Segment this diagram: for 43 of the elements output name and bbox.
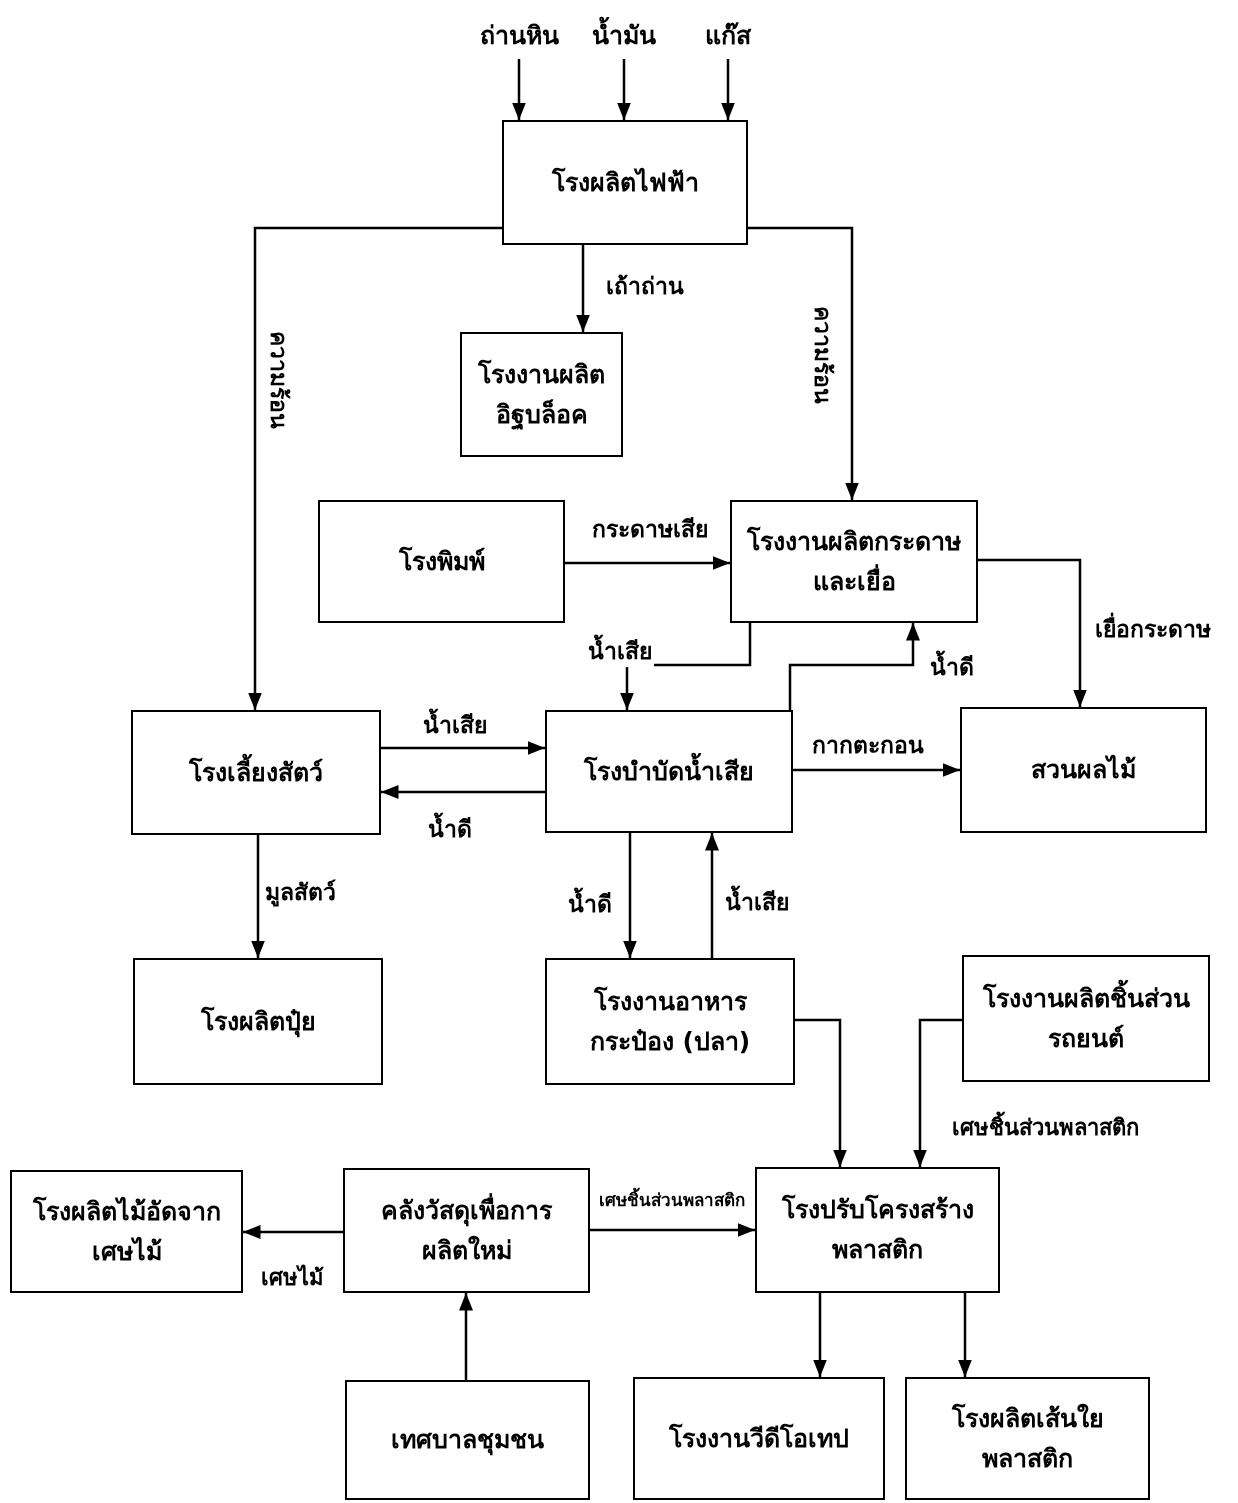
process-box: โรงบำบัดน้ำเสีย: [545, 710, 793, 833]
arrow: [978, 558, 1087, 707]
arrow: [913, 1018, 962, 1167]
input-label: น้ำมัน: [592, 15, 656, 55]
arrow: [512, 59, 526, 120]
process-box: โรงงานผลิตชิ้นส่วนรถยนต์: [962, 955, 1210, 1082]
arrow: [958, 1293, 972, 1377]
arrow: [617, 59, 631, 120]
process-box: โรงผลิตไฟฟ้า: [502, 120, 748, 245]
arrow: [793, 763, 960, 777]
process-box: โรงงานผลิตกระดาษและเยื่อ: [730, 500, 978, 623]
arrow: [381, 785, 545, 799]
arrow: [795, 1018, 847, 1167]
arrow: [623, 833, 637, 958]
process-box: โรงผลิตปุ๋ย: [133, 958, 383, 1085]
edge-label: มูลสัตว์: [262, 878, 338, 908]
arrow: [251, 835, 265, 958]
process-box: โรงผลิตเส้นใยพลาสติก: [905, 1377, 1150, 1500]
process-box: สวนผลไม้: [960, 707, 1207, 833]
arrow: [705, 833, 719, 958]
arrow: [721, 59, 735, 120]
process-box: เทศบาลชุมชน: [345, 1380, 590, 1500]
arrow: [748, 226, 859, 500]
arrow: [620, 623, 752, 710]
process-box: โรงงานอาหารกระป๋อง (ปลา): [545, 958, 795, 1085]
arrow: [590, 1223, 755, 1237]
process-box: โรงเลี้ยงสัตว์: [131, 710, 381, 835]
arrow: [243, 1225, 343, 1239]
process-box: โรงพิมพ์: [318, 500, 565, 623]
process-box: คลังวัสดุเพื่อการผลิตใหม่: [343, 1168, 590, 1293]
input-label: ถ่านหิน: [479, 15, 559, 55]
arrow: [381, 741, 545, 755]
arrow: [565, 556, 730, 570]
input-label: แก๊ส: [705, 15, 751, 55]
arrow: [576, 245, 590, 332]
process-box: โรงผลิตไม้อัดจากเศษไม้: [10, 1170, 243, 1293]
process-box: โรงปรับโครงสร้างพลาสติก: [755, 1167, 1000, 1293]
process-box: โรงงานผลิตอิฐบล็อค: [460, 332, 623, 457]
arrow: [813, 1293, 827, 1377]
process-box: โรงงานวีดีโอเทป: [633, 1377, 885, 1500]
arrow: [248, 226, 502, 710]
arrow: [459, 1293, 473, 1380]
arrow: [788, 623, 920, 710]
